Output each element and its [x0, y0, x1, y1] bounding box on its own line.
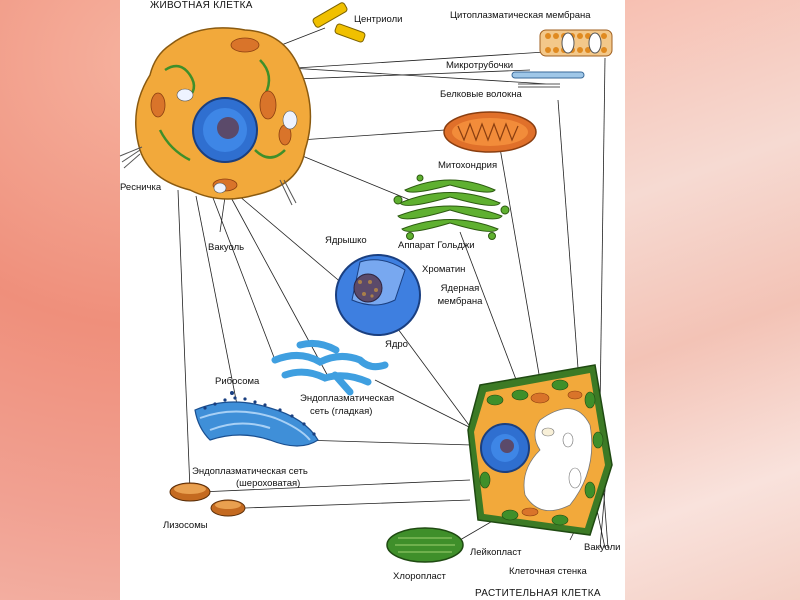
centrioles-icon	[312, 2, 366, 43]
golgi-icon	[393, 174, 510, 240]
label-er-rough-1: Эндоплазматическая сеть	[192, 466, 308, 477]
er-smooth-icon	[271, 339, 389, 396]
animal-cell	[119, 27, 312, 206]
label-cilium: Ресничка	[120, 182, 162, 193]
chloroplast-icon	[386, 527, 464, 563]
label-er-smooth-2: сеть (гладкая)	[310, 406, 373, 417]
label-vacuoles: Вакуоли	[584, 542, 621, 553]
microtubules-icon	[511, 71, 585, 79]
label-vacuole: Вакуоль	[208, 242, 245, 253]
label-microtubules: Микротрубочки	[446, 60, 514, 71]
cytoplasmic-membrane-icon	[539, 29, 613, 57]
animal-nucleolus	[217, 117, 239, 139]
mitochondrion-icon	[443, 111, 537, 153]
label-er-rough-2: (шероховатая)	[236, 478, 301, 489]
nucleolus-icon	[353, 273, 383, 303]
label-nuclear-membrane-2: мембрана	[437, 296, 483, 307]
protein-fibers-icon	[518, 83, 560, 88]
label-leucoplast: Лейкопласт	[470, 547, 522, 558]
ribosome-icon	[230, 391, 234, 395]
label-golgi: Аппарат Гольджи	[398, 240, 475, 251]
leucoplast-icon	[541, 427, 555, 437]
animal-cell-title: ЖИВОТНАЯ КЛЕТКА	[150, 0, 253, 11]
label-protein-fibers: Белковые волокна	[440, 89, 522, 100]
plant-chloroplasts	[479, 379, 604, 526]
label-cytoplasmic-membrane: Цитоплазматическая мембрана	[450, 10, 591, 21]
flagellum-icon	[279, 179, 297, 206]
cilium-icon	[119, 146, 143, 169]
leader-lines	[177, 27, 609, 549]
label-cell-wall: Клеточная стенка	[509, 566, 587, 577]
er-rough-icon	[194, 396, 319, 447]
label-chloroplast: Хлоропласт	[393, 571, 446, 582]
label-nucleus: Ядро	[385, 339, 408, 350]
animal-mitochondria	[150, 37, 292, 192]
lysosomes-icon	[169, 482, 246, 517]
label-mitochondrion: Митохондрия	[438, 160, 498, 171]
background-right	[625, 0, 800, 600]
label-centrioles: Центриоли	[354, 14, 403, 25]
nucleus-icon	[335, 254, 421, 336]
plant-cell	[467, 364, 613, 536]
label-lysosomes: Лизосомы	[163, 520, 208, 531]
label-ribosome: Рибосома	[215, 376, 260, 387]
label-er-smooth-1: Эндоплазматическая	[300, 393, 395, 404]
label-chromatin: Хроматин	[422, 264, 466, 275]
label-nucleolus: Ядрышко	[325, 235, 367, 246]
label-nuclear-membrane-1: Ядерная	[440, 283, 480, 294]
plant-cell-title: РАСТИТЕЛЬНАЯ КЛЕТКА	[475, 588, 601, 599]
